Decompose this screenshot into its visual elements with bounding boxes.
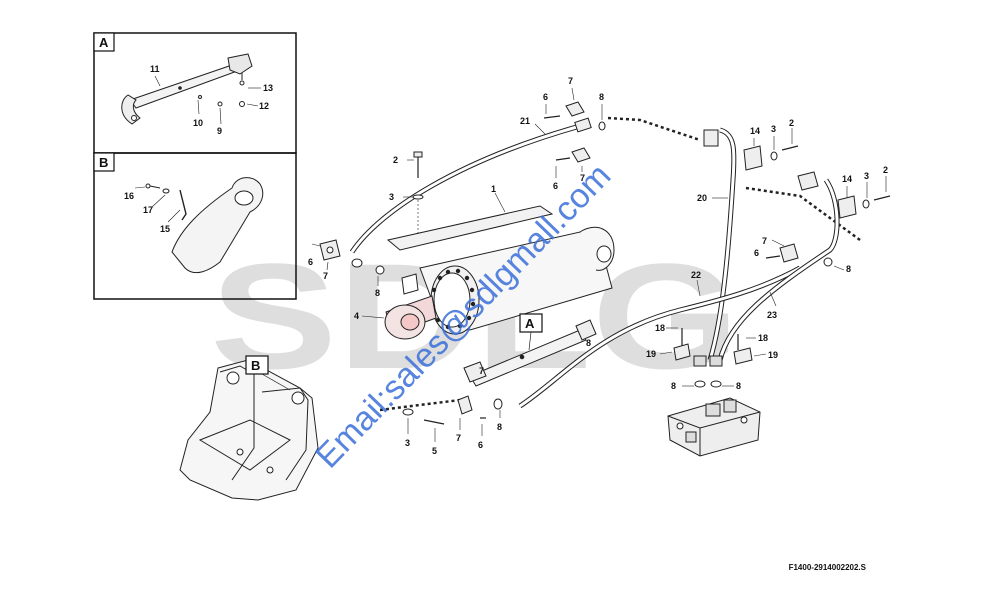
callout-number: 9 [217, 126, 222, 136]
callout-number: 23 [767, 310, 777, 320]
hose-20 [703, 127, 737, 361]
callout-number: 20 [697, 193, 707, 203]
callout-number: 6 [553, 181, 558, 191]
callout-number: 1 [491, 184, 496, 194]
bolt-upper [403, 151, 424, 236]
clamp-valve [659, 327, 767, 388]
plate-part-1: 1 [386, 184, 554, 251]
hose-21: 21 [349, 116, 592, 254]
callout-number: 6 [754, 248, 759, 258]
callout-number: 8 [586, 338, 591, 348]
callout-number: 8 [671, 381, 676, 391]
callout-number: 8 [599, 92, 604, 102]
callout-number: 3 [405, 438, 410, 448]
callout-number: 6 [543, 92, 548, 102]
detail-ref-label: A [525, 316, 535, 331]
callout-number: 18 [758, 333, 768, 343]
callout-number: 7 [568, 76, 573, 86]
bracket-right-mid [797, 171, 891, 219]
figure-code: F1400-2914002202.S [788, 563, 866, 572]
dashed-lines [379, 116, 861, 412]
detail-ref-label: B [251, 358, 260, 373]
hydraulic-cylinder: 4 [354, 227, 615, 340]
callout-number: 7 [456, 433, 461, 443]
box-b-label: B [99, 155, 108, 170]
callout-number: 21 [520, 116, 530, 126]
callout-number: 11 [150, 64, 160, 74]
loader-frame: B [179, 355, 319, 501]
hose-22 [518, 265, 802, 409]
callout-number: 19 [768, 350, 778, 360]
callout-number: 19 [646, 349, 656, 359]
lower-pipe-a: A [469, 313, 597, 387]
callout-number: 7 [479, 366, 484, 376]
callout-number: 15 [160, 224, 170, 234]
callout-number: 12 [259, 101, 269, 111]
callout-number: 8 [497, 422, 502, 432]
callout-number: 3 [864, 171, 869, 181]
clamp-top [543, 87, 606, 178]
control-valve [667, 397, 761, 457]
hose-23 [717, 178, 840, 361]
callout-number: 18 [655, 323, 665, 333]
callout-number: 8 [736, 381, 741, 391]
callout-number: 14 [842, 174, 852, 184]
callout-number: 3 [389, 192, 394, 202]
detail-box-a: A 11 10 9 13 12 [93, 32, 297, 154]
callout-number: 14 [750, 126, 760, 136]
callout-number: 16 [124, 191, 134, 201]
callout-number: 8 [846, 264, 851, 274]
fitting-lower-left [402, 361, 503, 442]
fitting-top-left [311, 239, 385, 286]
callout-number: 6 [478, 440, 483, 450]
callout-number: 4 [354, 311, 359, 321]
callout-number: 17 [143, 205, 153, 215]
callout-number: 10 [193, 118, 203, 128]
detail-box-b: B 16 17 15 [93, 152, 297, 300]
callout-number: 3 [771, 124, 776, 134]
callout-number: 6 [308, 257, 313, 267]
callout-number: 22 [691, 270, 701, 280]
callout-number: 7 [323, 271, 328, 281]
bracket-right-top [743, 128, 799, 171]
clamp-right [765, 239, 845, 271]
box-a-label: A [99, 35, 109, 50]
callout-number: 8 [375, 288, 380, 298]
callout-number: 13 [263, 83, 273, 93]
callout-number: 2 [393, 155, 398, 165]
callout-number: 7 [580, 173, 585, 183]
callout-number: 7 [762, 236, 767, 246]
callout-number: 2 [789, 118, 794, 128]
callout-number: 2 [883, 165, 888, 175]
callout-number: 5 [432, 446, 437, 456]
